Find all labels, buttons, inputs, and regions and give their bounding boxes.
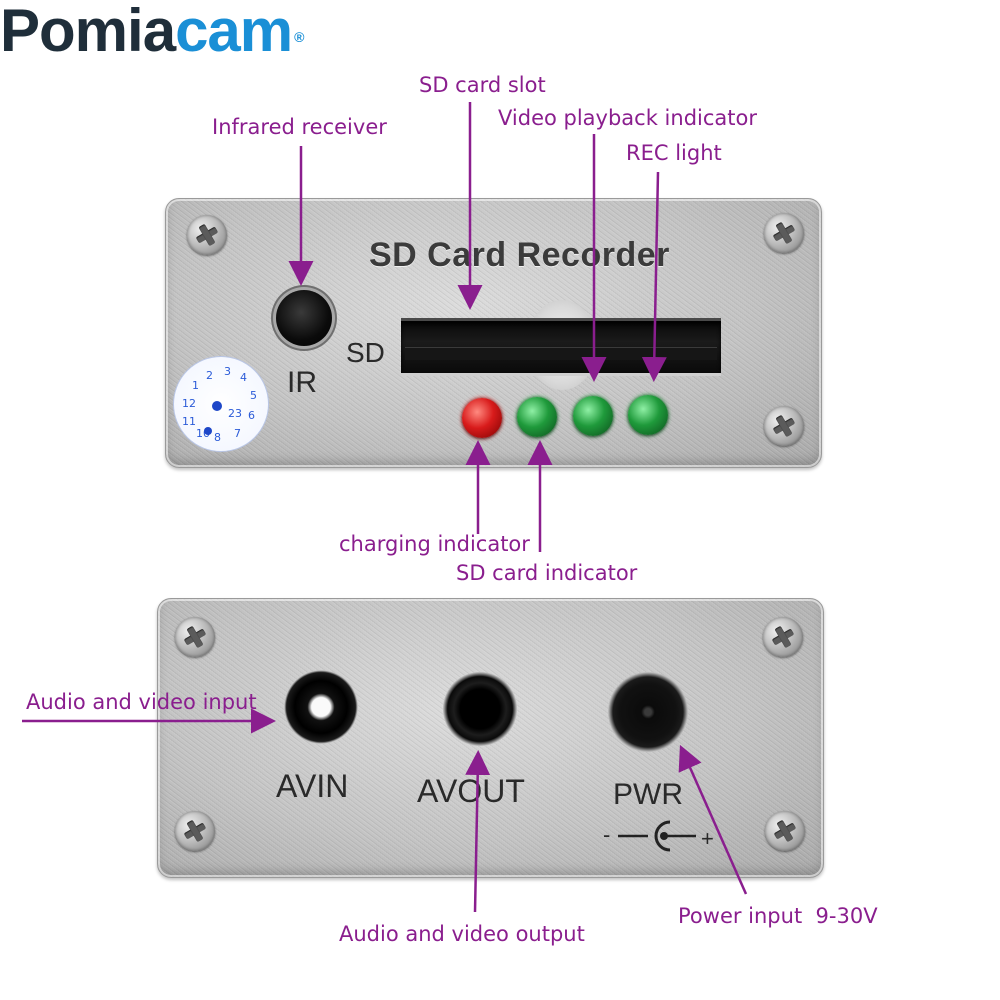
callout-audio-video-output: Audio and video output — [339, 922, 585, 946]
charging-indicator-led — [462, 398, 502, 438]
sticker-number: 2 — [206, 369, 213, 382]
screw-icon — [764, 406, 804, 446]
screw-icon — [763, 617, 803, 657]
sticker-seal-icon — [212, 401, 222, 411]
sticker-number: 8 — [214, 431, 221, 444]
brand-name-part1: Pomia — [0, 0, 176, 64]
sticker-number: 5 — [250, 389, 257, 402]
sticker-number: 12 — [182, 397, 196, 410]
rec-light-led — [628, 395, 668, 435]
brand-name-part2: cam — [175, 0, 293, 64]
sticker-number: 3 — [224, 365, 231, 378]
callout-arrow — [465, 750, 491, 913]
polarity-symbol-icon — [618, 820, 696, 852]
sd-card-slot[interactable] — [401, 318, 721, 376]
callout-rec-light: REC light — [626, 141, 722, 165]
screw-icon — [187, 215, 227, 255]
callout-sd-card-indicator: SD card indicator — [456, 561, 638, 585]
av-output-jack[interactable] — [443, 672, 517, 746]
callout-video-playback-indicator: Video playback indicator — [498, 106, 757, 130]
callout-arrow — [678, 744, 748, 895]
pwr-label: PWR — [613, 778, 683, 811]
device-title: SD Card Recorder — [369, 236, 670, 274]
callout-charging-indicator: charging indicator — [339, 532, 530, 556]
sd-label: SD — [346, 337, 385, 368]
callout-sd-card-slot: SD card slot — [419, 73, 546, 97]
polarity-plus-label: + — [701, 826, 714, 851]
callout-audio-video-input: Audio and video input — [26, 690, 257, 714]
callout-power-input: Power input 9-30V — [678, 904, 878, 928]
power-input-jack[interactable] — [608, 672, 688, 752]
sticker-number: 4 — [240, 371, 247, 384]
polarity-minus-label: - — [603, 822, 611, 847]
brand-logo: Pomiacam® — [0, 0, 305, 66]
sticker-seal-icon — [204, 427, 212, 435]
av-input-jack[interactable] — [284, 670, 358, 744]
ir-label: IR — [287, 366, 317, 399]
avout-label: AVOUT — [417, 773, 525, 809]
warranty-sticker: 12 1 2 3 4 5 6 7 8 11 10 23 — [173, 356, 269, 452]
sd-card-indicator-led — [517, 397, 557, 437]
video-playback-indicator-led — [573, 396, 613, 436]
infrared-receiver-window — [276, 290, 332, 346]
callout-infrared-receiver: Infrared receiver — [212, 115, 387, 139]
screw-icon — [175, 811, 215, 851]
sticker-number: 7 — [234, 427, 241, 440]
sticker-number: 23 — [228, 407, 242, 420]
avin-label: AVIN — [276, 768, 349, 804]
screw-icon — [765, 811, 805, 851]
sticker-number: 6 — [248, 409, 255, 422]
sticker-number: 11 — [182, 415, 196, 428]
sticker-number: 1 — [192, 379, 199, 392]
screw-icon — [175, 617, 215, 657]
callout-arrow — [641, 171, 667, 382]
screw-icon — [764, 213, 804, 253]
registered-mark: ® — [294, 29, 304, 45]
